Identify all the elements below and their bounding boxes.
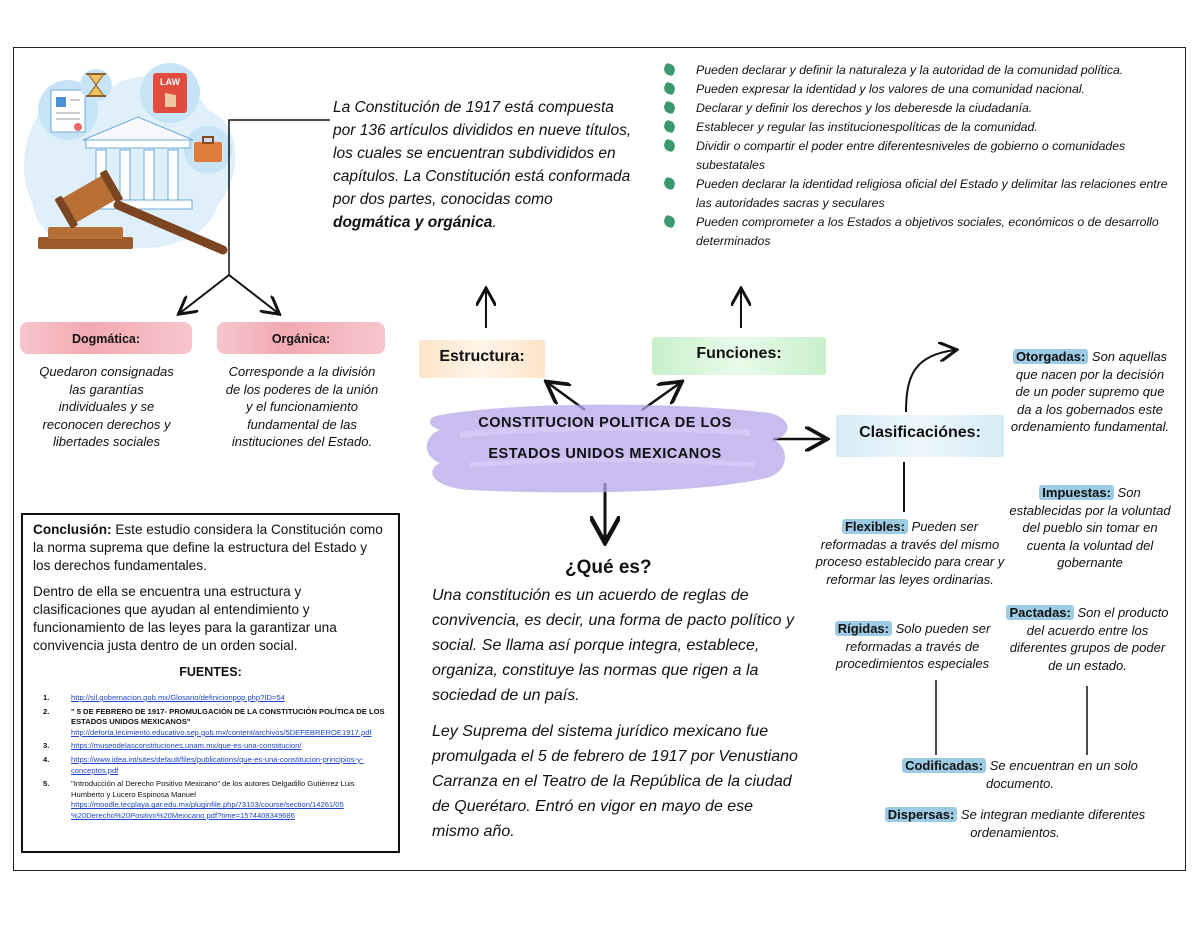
source-link[interactable]: https://moodle.tecplaya.gar.edu.mx/plugi… [71, 800, 344, 820]
source-item: 1.http://sil.gobernacion.gob.mx/Glosario… [43, 693, 285, 702]
list-item: Pueden expresar la identidad y los valor… [662, 80, 1174, 99]
que-es-title: ¿Qué es? [565, 557, 652, 578]
source-link[interactable]: https://museodelasconstituciones.unam.mx… [71, 741, 302, 751]
leaf-bullet-icon [662, 176, 677, 191]
codificadas-item: Codificadas: Se encuentran en un solo do… [880, 757, 1160, 792]
source-item: 4.https://www.idea.int/sites/default/fil… [43, 754, 364, 775]
list-item: Dividir o compartir el poder entre difer… [662, 137, 1174, 175]
funciones-box [652, 337, 826, 375]
briefcase-icon [184, 126, 232, 174]
page-frame [13, 47, 1186, 871]
list-item: Pueden comprometer a los Estados a objet… [662, 213, 1174, 251]
list-item: Pueden declarar y definir la naturaleza … [662, 61, 1174, 80]
leaf-bullet-icon [662, 138, 677, 153]
organica-title: Orgánica: [271, 332, 331, 346]
leaf-bullet-icon [662, 100, 677, 115]
dispersas-item: Dispersas: Se integran mediante diferent… [855, 806, 1175, 841]
conclusion-box: Conclusión: Este estudio considera la Co… [21, 513, 400, 853]
list-item: Establecer y regular las institucionespo… [662, 118, 1174, 137]
conclusion-paragraph: Dentro de ella se encuentra una estructu… [33, 584, 337, 653]
sources-list: 1.http://sil.gobernacion.gob.mx/Glosario… [33, 693, 388, 822]
center-brush [426, 404, 788, 493]
functions-list: Pueden declarar y definir la naturaleza … [662, 61, 1174, 251]
organica-brush [217, 322, 385, 354]
svg-text:LAW: LAW [160, 77, 181, 87]
funciones-label: Funciones: [696, 345, 782, 362]
estructura-label: Estructura: [439, 348, 525, 365]
source-link[interactable]: http://sil.gobernacion.gob.mx/Glosario/d… [71, 693, 285, 702]
definition-text: Una constitución es un acuerdo de reglas… [432, 583, 802, 855]
source-item: 5."Introducción al Derecho Positivo Mexi… [43, 779, 355, 820]
clasificaciones-label: Clasificaciónes: [859, 424, 981, 441]
law-book-icon: LAW [140, 63, 200, 123]
hourglass-icon [80, 69, 112, 101]
source-link[interactable]: https://www.idea.int/sites/default/files… [71, 754, 364, 775]
list-item: Pueden declarar la identidad religiosa o… [662, 175, 1174, 213]
flexibles-item: Flexibles: Pueden ser reformadas a travé… [815, 519, 1005, 587]
leaf-bullet-icon [662, 81, 677, 96]
central-title: CONSTITUCION POLITICA DE LOS ESTADOS UNI… [478, 415, 732, 462]
intro-text: La Constitución de 1917 está compuesta p… [333, 99, 632, 231]
source-link[interactable]: http://deforta.lecimiento.educativo.sep.… [71, 727, 372, 737]
dogmatica-brush [20, 322, 192, 354]
pactadas-item: Pactadas: Son el producto del acuerdo en… [1005, 604, 1170, 674]
rigidas-item: Rígidas: Solo pueden ser reformadas a tr… [834, 621, 991, 671]
clasificaciones-box [836, 415, 1004, 457]
dogmatica-title: Dogmática: [71, 332, 141, 346]
document-icon [38, 80, 98, 140]
source-item: 3.https://museodelasconstituciones.unam.… [43, 741, 302, 751]
dogmatica-text: Quedaron consignadas las garantías indiv… [39, 364, 174, 449]
leaf-bullet-icon [662, 62, 677, 77]
list-item: Declarar y definir los derechos y los de… [662, 99, 1174, 118]
sources-heading: FUENTES: [179, 665, 242, 679]
estructura-box [419, 340, 545, 378]
organica-text: Corresponde a la división de los poderes… [225, 364, 379, 449]
conclusion-label: Conclusión: [33, 522, 112, 537]
leaf-bullet-icon [662, 214, 677, 229]
source-item: 2." 5 DE FEBRERO DE 1917- PROMULGACIÓN D… [43, 706, 385, 737]
impuestas-item: Impuestas: Son establecidas por la volun… [1009, 485, 1171, 570]
definition-paragraph: Una constitución es un acuerdo de reglas… [432, 587, 794, 704]
history-paragraph: Ley Suprema del sistema jurídico mexican… [432, 723, 798, 840]
conclusion-text: Este estudio considera la Constitución c… [33, 522, 383, 573]
gavel-icon [38, 170, 228, 255]
justice-illustration: LAW [23, 63, 236, 255]
otorgadas-item: Otorgadas: Son aquellas que nacen por la… [1010, 349, 1170, 434]
leaf-bullet-icon [662, 119, 677, 134]
